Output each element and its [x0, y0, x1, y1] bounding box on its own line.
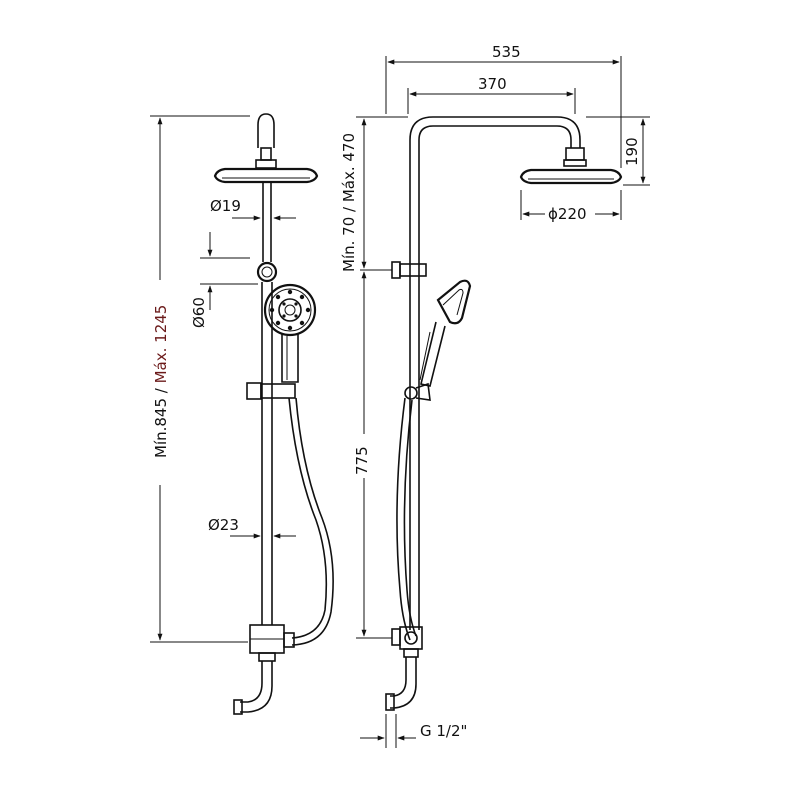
front-view: Mín.845 / Máx. 1245 Ø19 Ø60 Ø23: [150, 113, 334, 715]
total-height-sep: /: [152, 383, 170, 398]
head-diameter: ϕ220: [548, 205, 587, 223]
front-hand-shower: [263, 283, 317, 383]
side-hose: [396, 397, 411, 641]
front-slider-knob: [246, 382, 262, 400]
side-view: 535 370 190 ϕ220 Mín. 70 / Máx. 470 775: [338, 43, 650, 748]
front-rain-head: [213, 167, 319, 184]
bar-length: 775: [353, 446, 371, 475]
front-diverter-ring: [256, 261, 278, 283]
adjustment-range: Mín. 70 / Máx. 470: [340, 133, 358, 272]
handshower-diameter: Ø60: [190, 297, 208, 328]
connection-thread: G 1/2": [420, 722, 467, 740]
front-head-nut: [255, 159, 277, 169]
side-rain-head: [519, 168, 623, 185]
bar-diameter: Ø23: [208, 516, 239, 534]
front-top-pipe: [257, 113, 275, 148]
side-upper-bracket: [399, 263, 427, 277]
arm-length: 370: [478, 75, 507, 93]
total-height-label: Mín.845 / Máx. 1245: [152, 305, 170, 458]
front-hose: [288, 397, 328, 639]
side-valve: [385, 626, 423, 711]
front-slider: [260, 383, 296, 399]
head-pipe-diameter: Ø19: [210, 197, 241, 215]
head-drop: 190: [623, 137, 641, 166]
front-head-connector: [260, 147, 272, 161]
arm-projection: 535: [492, 43, 521, 61]
total-height-max: Máx. 1245: [152, 305, 170, 384]
side-hand-shower: [419, 279, 472, 387]
total-height-min: Mín.845: [152, 398, 170, 458]
front-valve: [233, 624, 295, 715]
side-shower-arm: [409, 116, 581, 148]
